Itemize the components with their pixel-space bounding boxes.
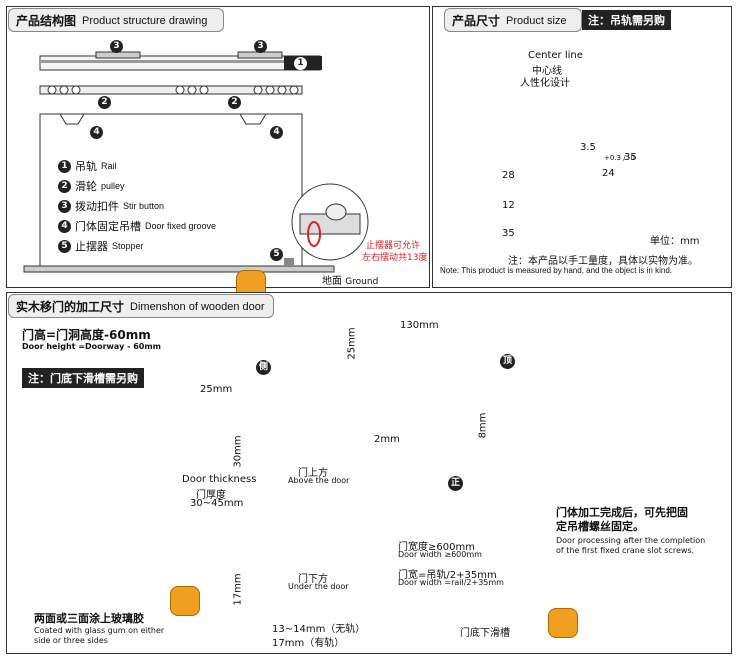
process-note-cn-2: 定吊槽螺丝固定。 xyxy=(556,520,644,533)
processing-title-en: Dimenshon of wooden door xyxy=(130,300,265,313)
dim-24-tolerance: +0.3 / -0 xyxy=(604,154,635,162)
glue-note-cn: 两面或三面涂上玻璃胶 xyxy=(34,612,144,625)
processing-header xyxy=(8,294,274,318)
slot-width-no-rail: 13~14mm（无轨） xyxy=(272,624,366,635)
front-label: 正 xyxy=(448,476,463,491)
structure-title: 产品结构图 Product structure drawing xyxy=(16,12,207,29)
door-width-formula-cn: 门宽=吊轨/2+35mm xyxy=(398,570,497,581)
callout-5: 5 xyxy=(270,248,283,261)
above-door-cn: 门上方 xyxy=(298,468,328,479)
door-width-min-en: Door width ≥600mm xyxy=(398,550,482,559)
door-height-en: Door height =Doorway - 60mm xyxy=(22,342,161,351)
thickness-cn: 门厚度 xyxy=(196,490,226,501)
size-panel xyxy=(432,6,732,288)
callout-3b: 3 xyxy=(254,40,267,53)
stopper-note-2: 左右摆动共13度 xyxy=(362,253,428,263)
ground-label: 地面 Ground xyxy=(322,276,379,287)
processing-title: 实木移门的加工尺寸 Dimenshon of wooden door xyxy=(16,298,265,315)
processing-panel xyxy=(6,292,732,654)
dim-3-5: 3.5 xyxy=(580,142,596,153)
center-line-cn: 中心线 xyxy=(532,66,562,77)
process-note-en-2: of the first fixed crane slot screws. xyxy=(556,546,695,555)
bottom-slot-label: 门底下滑槽 xyxy=(460,628,510,639)
structure-title-cn: 产品结构图 xyxy=(16,14,77,28)
callout-1: 1 xyxy=(294,57,307,70)
callout-2b: 2 xyxy=(228,96,241,109)
side-label: 侧 xyxy=(256,360,271,375)
door-height-cn: 门高=门洞高度-60mm xyxy=(22,328,151,342)
above-door-en: Above the door xyxy=(288,476,350,485)
size-title-cn: 产品尺寸 xyxy=(452,14,501,28)
size-title: 产品尺寸 Product size xyxy=(452,12,567,29)
dim-25mm-side: 25mm xyxy=(200,384,233,395)
dim-25mm-top: 25mm xyxy=(346,327,358,360)
dim-130mm: 130mm xyxy=(400,320,439,331)
pulley-track xyxy=(39,85,303,95)
rail-purchase-badge: 注：吊轨需另购 xyxy=(582,10,671,30)
measure-note-en: Note: This product is measured by hand, … xyxy=(440,266,672,275)
dim-35-width: 35 xyxy=(502,228,515,239)
top-label: 顶 xyxy=(500,354,515,369)
dim-28: 28 xyxy=(502,170,515,181)
thickness-value: 30~45mm xyxy=(190,498,244,509)
callout-4a: 4 xyxy=(90,126,103,139)
ground-line xyxy=(23,265,335,273)
door-width-min-cn: 门宽度≥600mm xyxy=(398,542,475,553)
pointer-hand-icon-right xyxy=(548,608,578,638)
measure-note-cn: 注：本产品以手工量度，具体以实物为准。 xyxy=(508,256,698,267)
bottom-slot-badge: 注：门底下滑槽需另购 xyxy=(22,368,144,388)
callout-2a: 2 xyxy=(98,96,111,109)
process-note-en-1: Door processing after the completion xyxy=(556,536,706,545)
processing-title-cn: 实木移门的加工尺寸 xyxy=(16,300,125,314)
humanized-design: 人性化设计 xyxy=(520,78,570,89)
dim-2mm: 2mm xyxy=(374,434,400,445)
size-title-en: Product size xyxy=(506,14,567,27)
under-door-en: Under the door xyxy=(288,582,349,591)
structure-header xyxy=(8,8,224,32)
dim-12: 12 xyxy=(502,200,515,211)
glue-note-en-1: Coated with glass gum on either xyxy=(34,626,165,635)
unit-label: 单位：mm xyxy=(650,236,700,247)
process-note-cn-1: 门体加工完成后，可先把固 xyxy=(556,506,688,519)
slot-width-with-rail: 17mm（有轨） xyxy=(272,638,345,649)
dim-24: 24 xyxy=(602,168,615,179)
structure-title-en: Product structure drawing xyxy=(82,14,208,27)
dim-35-height: 35 xyxy=(624,152,637,163)
callout-3a: 3 xyxy=(110,40,123,53)
thickness-en: Door thickness xyxy=(182,474,257,485)
size-header xyxy=(444,8,582,32)
dim-30mm: 30mm xyxy=(232,435,244,468)
glue-note-en-2: side or three sides xyxy=(34,636,108,645)
stopper-note-1: 止摆器可允许 xyxy=(366,241,421,251)
pointer-hand-icon-left xyxy=(170,586,200,616)
callout-4b: 4 xyxy=(270,126,283,139)
under-door-cn: 门下方 xyxy=(298,574,328,585)
door-width-formula-en: Door width =rail/2+35mm xyxy=(398,578,504,587)
center-line-en: Center line xyxy=(528,50,583,61)
dim-8mm: 8mm xyxy=(477,412,489,439)
dim-17mm: 17mm xyxy=(232,573,244,606)
door-body xyxy=(39,113,303,267)
